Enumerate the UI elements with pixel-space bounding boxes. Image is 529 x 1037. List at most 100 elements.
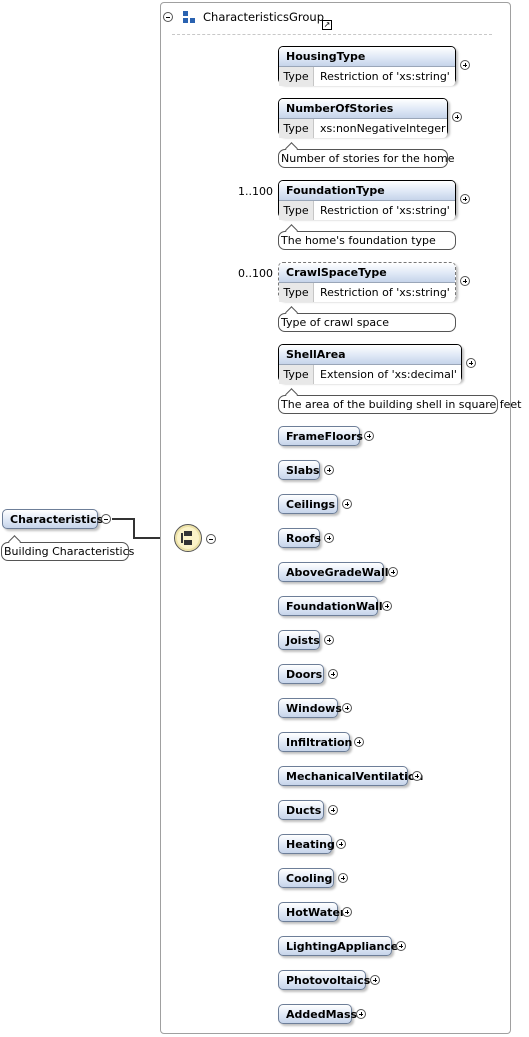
- element-name: NumberOfStories: [286, 102, 394, 115]
- annotation-note: The area of the building shell in square…: [278, 388, 521, 414]
- element-photovoltaics[interactable]: Photovoltaics: [278, 970, 370, 990]
- type-row: Type Restriction of 'xs:string': [279, 282, 455, 302]
- element-abovegradewalls[interactable]: AboveGradeWalls: [278, 562, 395, 582]
- expand-icon[interactable]: [324, 635, 334, 645]
- type-label: Type: [279, 67, 314, 86]
- type-label: Type: [279, 201, 314, 220]
- element-name: Infiltration: [286, 736, 353, 749]
- expand-icon[interactable]: [336, 839, 346, 849]
- type-value: Restriction of 'xs:string': [320, 286, 450, 299]
- expand-icon[interactable]: [324, 465, 334, 475]
- element-name: Roofs: [286, 532, 321, 545]
- sequence-compositor-icon[interactable]: [174, 524, 202, 552]
- element-roofs[interactable]: Roofs: [278, 528, 321, 548]
- annotation-note: Type of crawl space: [278, 306, 456, 332]
- group-divider: [172, 34, 492, 35]
- element-lightingappliances[interactable]: LightingAppliances: [278, 936, 405, 956]
- root-element[interactable]: Characteristics: [2, 509, 103, 529]
- element-slabs[interactable]: Slabs: [278, 460, 320, 480]
- element-framefloors[interactable]: FrameFloors: [278, 426, 363, 446]
- group-header: CharacteristicsGroup: [163, 8, 324, 26]
- expand-icon[interactable]: [328, 669, 338, 679]
- expand-icon[interactable]: [356, 1009, 366, 1019]
- root-element-label: Characteristics: [10, 513, 104, 526]
- expand-icon[interactable]: [342, 907, 352, 917]
- expand-icon[interactable]: [460, 60, 470, 70]
- element-name: HousingType: [286, 50, 366, 63]
- element-name: Photovoltaics: [286, 974, 371, 987]
- element-name: Ducts: [286, 804, 322, 817]
- expand-icon[interactable]: [466, 358, 476, 368]
- expand-icon[interactable]: [370, 975, 380, 985]
- expand-icon[interactable]: [388, 567, 398, 577]
- expand-icon[interactable]: [364, 431, 374, 441]
- occurrence-label: 0..100: [238, 267, 273, 280]
- element-name: FoundationWalls: [286, 600, 390, 613]
- expand-icon[interactable]: [354, 737, 364, 747]
- element-joists[interactable]: Joists: [278, 630, 320, 650]
- type-label: Type: [279, 119, 314, 138]
- root-connector: [112, 518, 174, 539]
- expand-icon[interactable]: [338, 873, 348, 883]
- type-label: Type: [279, 283, 314, 302]
- element-name: HotWater: [286, 906, 346, 919]
- element-name: ShellArea: [286, 348, 346, 361]
- element-name: Windows: [286, 702, 342, 715]
- expand-icon[interactable]: [452, 112, 462, 122]
- root-collapse-icon[interactable]: [101, 514, 111, 524]
- element-name: Cooling: [286, 872, 333, 885]
- expand-icon[interactable]: [342, 499, 352, 509]
- element-name: AddedMass: [286, 1008, 358, 1021]
- element-name: LightingAppliances: [286, 940, 405, 953]
- group-icon: [183, 11, 195, 23]
- type-value: Restriction of 'xs:string': [320, 70, 450, 83]
- annotation-note: The home's foundation type: [278, 224, 456, 250]
- element-hotwater[interactable]: HotWater: [278, 902, 345, 922]
- expand-icon[interactable]: [412, 771, 422, 781]
- element-name: MechanicalVentilation: [286, 770, 424, 783]
- element-doors[interactable]: Doors: [278, 664, 324, 684]
- element-heating[interactable]: Heating: [278, 834, 335, 854]
- element-name: AboveGradeWalls: [286, 566, 396, 579]
- element-foundationwalls[interactable]: FoundationWalls: [278, 596, 389, 616]
- expand-icon[interactable]: [460, 276, 470, 286]
- element-ceilings[interactable]: Ceilings: [278, 494, 338, 514]
- type-value: Restriction of 'xs:string': [320, 204, 450, 217]
- element-name: FrameFloors: [286, 430, 363, 443]
- group-title: CharacteristicsGroup: [203, 10, 324, 24]
- type-value: Extension of 'xs:decimal': [320, 368, 457, 381]
- element-mechanicalventilation[interactable]: MechanicalVentilation: [278, 766, 423, 786]
- type-row: Type Restriction of 'xs:string': [279, 66, 455, 86]
- shortcut-arrow-icon[interactable]: ↗: [322, 20, 332, 30]
- element-addedmass[interactable]: AddedMass: [278, 1004, 357, 1024]
- occurrence-label: 1..100: [238, 185, 273, 198]
- compositor-collapse-icon[interactable]: [206, 534, 216, 544]
- type-value: xs:nonNegativeInteger: [320, 122, 446, 135]
- expand-icon[interactable]: [342, 703, 352, 713]
- group-container: [160, 2, 511, 1034]
- element-windows[interactable]: Windows: [278, 698, 342, 718]
- element-infiltration[interactable]: Infiltration: [278, 732, 353, 752]
- group-collapse-icon[interactable]: [163, 12, 173, 22]
- element-name: FoundationType: [286, 184, 385, 197]
- element-name: Joists: [286, 634, 320, 647]
- expand-icon[interactable]: [460, 194, 470, 204]
- expand-icon[interactable]: [328, 805, 338, 815]
- element-cooling[interactable]: Cooling: [278, 868, 334, 888]
- element-name: Ceilings: [286, 498, 336, 511]
- element-name: Slabs: [286, 464, 320, 477]
- element-ducts[interactable]: Ducts: [278, 800, 324, 820]
- expand-icon[interactable]: [382, 601, 392, 611]
- type-row: Type Restriction of 'xs:string': [279, 200, 455, 220]
- expand-icon[interactable]: [396, 941, 406, 951]
- annotation-note: Number of stories for the home: [278, 142, 455, 168]
- root-annotation: Building Characteristics: [1, 535, 134, 561]
- expand-icon[interactable]: [324, 533, 334, 543]
